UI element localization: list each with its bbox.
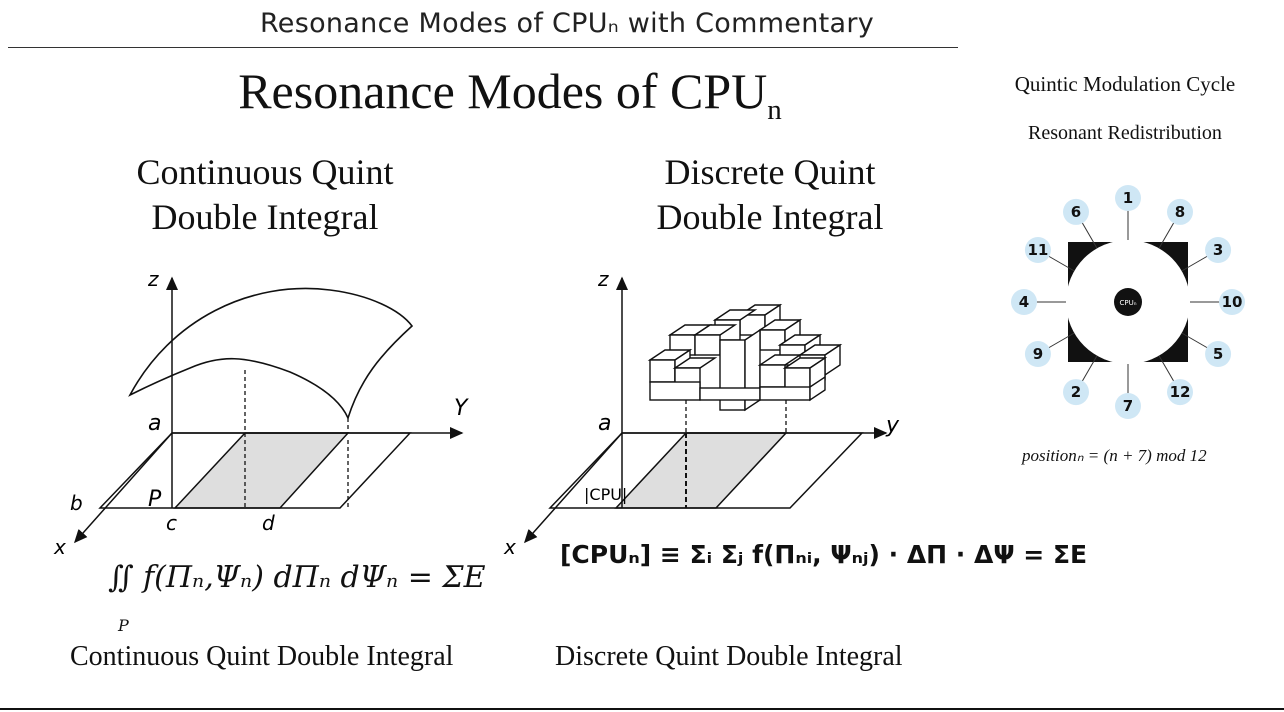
modulation-cycle-diagram: CPUₙ 1 8 3 10 5 12 7 2 9 4 11 6 bbox=[1011, 185, 1245, 419]
label-cpu: |CPU| bbox=[584, 485, 627, 504]
cycle-node bbox=[1024, 237, 1051, 263]
axis-label-z: z bbox=[147, 267, 159, 291]
banner-title: Resonance Modes of CPUₙ with Commentary bbox=[259, 8, 875, 39]
continuous-formula-region: P bbox=[118, 616, 129, 635]
discrete-heading-line2: Double Integral bbox=[656, 197, 884, 237]
cycle-node-label: 10 bbox=[1222, 293, 1243, 311]
cycle-node-label: 11 bbox=[1027, 241, 1048, 259]
cycle-node bbox=[1115, 185, 1141, 211]
axis-label-y: Y bbox=[454, 396, 469, 421]
discrete-formula: [CPUₙ] ≡ Σᵢ Σⱼ f(Πₙᵢ, Ψₙⱼ) · ΔΠ · ΔΨ = Σ… bbox=[560, 540, 1088, 569]
x-axis bbox=[74, 432, 173, 544]
cycle-spoke bbox=[1080, 355, 1098, 385]
footer-divider bbox=[0, 708, 1284, 710]
continuous-formula: ∬ f(Πₙ,Ψₙ) dΠₙ dΨₙ = ΣE bbox=[108, 560, 486, 595]
cycle-spoke bbox=[1045, 332, 1075, 350]
label-P: P bbox=[148, 487, 162, 512]
cycle-node-label: 3 bbox=[1213, 241, 1223, 259]
cycle-node bbox=[1167, 379, 1193, 406]
main-title-text: Resonance Modes of CPU bbox=[238, 63, 768, 119]
cycle-node bbox=[1167, 198, 1193, 225]
continuous-heading-line1: Continuous Quint bbox=[136, 152, 394, 192]
discrete-heading: Discrete Quint Double Integral bbox=[570, 150, 970, 240]
surface bbox=[128, 287, 414, 421]
axis-label-y: y bbox=[885, 413, 900, 438]
continuous-integral-diagram: z Y x a b P c d bbox=[53, 267, 469, 559]
cycle-spoke bbox=[1080, 219, 1098, 249]
discrete-heading-line1: Discrete Quint bbox=[664, 152, 876, 192]
cycle-node-label: 5 bbox=[1213, 345, 1223, 363]
cycle-spoke bbox=[1045, 254, 1075, 272]
axis-label-z: z bbox=[597, 267, 609, 291]
main-title-subscript: n bbox=[767, 94, 782, 126]
axis-label-x: x bbox=[53, 535, 66, 559]
cycle-node bbox=[1115, 393, 1141, 419]
header-divider bbox=[8, 47, 958, 48]
integration-region bbox=[614, 432, 788, 509]
cycle-node-label: 12 bbox=[1170, 383, 1191, 401]
cycle-node-label: 6 bbox=[1071, 203, 1081, 221]
cycle-subtitle: Resonant Redistribution bbox=[1028, 122, 1222, 144]
cycle-spoke bbox=[1181, 254, 1211, 272]
x-axis bbox=[524, 432, 623, 544]
integration-region bbox=[173, 432, 350, 509]
cycle-node-label: 1 bbox=[1123, 189, 1133, 207]
continuous-formula-text: ∬ f(Πₙ,Ψₙ) dΠₙ dΨₙ = ΣE bbox=[108, 560, 486, 595]
cycle-node bbox=[1011, 289, 1037, 315]
label-c: c bbox=[166, 511, 177, 535]
main-title: Resonance Modes of CPUn bbox=[0, 62, 1020, 127]
cycle-node-label: 4 bbox=[1019, 293, 1029, 311]
discrete-caption: Discrete Quint Double Integral bbox=[555, 641, 903, 672]
cycle-node-label: 7 bbox=[1123, 397, 1133, 415]
cycle-spoke bbox=[1181, 332, 1211, 350]
cycle-title: Quintic Modulation Cycle bbox=[1014, 72, 1236, 96]
cycle-node bbox=[1024, 341, 1051, 367]
discrete-integral-diagram: z y x a |CPU| bbox=[503, 267, 900, 559]
cycle-node-label: 8 bbox=[1175, 203, 1185, 221]
cycle-node-label: 2 bbox=[1071, 383, 1081, 401]
cycle-node bbox=[1219, 289, 1245, 315]
cpu-core-label: CPUₙ bbox=[1119, 299, 1136, 307]
continuous-heading-line2: Double Integral bbox=[151, 197, 379, 237]
continuous-heading: Continuous Quint Double Integral bbox=[60, 150, 470, 240]
label-d: d bbox=[262, 511, 275, 535]
cpu-core-node bbox=[1114, 288, 1142, 316]
axis-label-x: x bbox=[503, 535, 516, 559]
cycle-spoke bbox=[1158, 219, 1176, 249]
cycle-node bbox=[1205, 341, 1232, 367]
cycle-node bbox=[1205, 237, 1232, 263]
label-b: b bbox=[70, 491, 83, 515]
continuous-caption: Continuous Quint Double Integral bbox=[70, 641, 454, 672]
cycle-spoke bbox=[1158, 355, 1176, 385]
label-a: a bbox=[598, 411, 611, 436]
cycle-node bbox=[1063, 198, 1089, 225]
cube-stack bbox=[647, 303, 843, 412]
cycle-node bbox=[1063, 379, 1089, 406]
cycle-node-label: 9 bbox=[1033, 345, 1043, 363]
label-a: a bbox=[148, 411, 161, 436]
cycle-formula: positionₙ = (n + 7) mod 12 bbox=[1022, 446, 1207, 465]
